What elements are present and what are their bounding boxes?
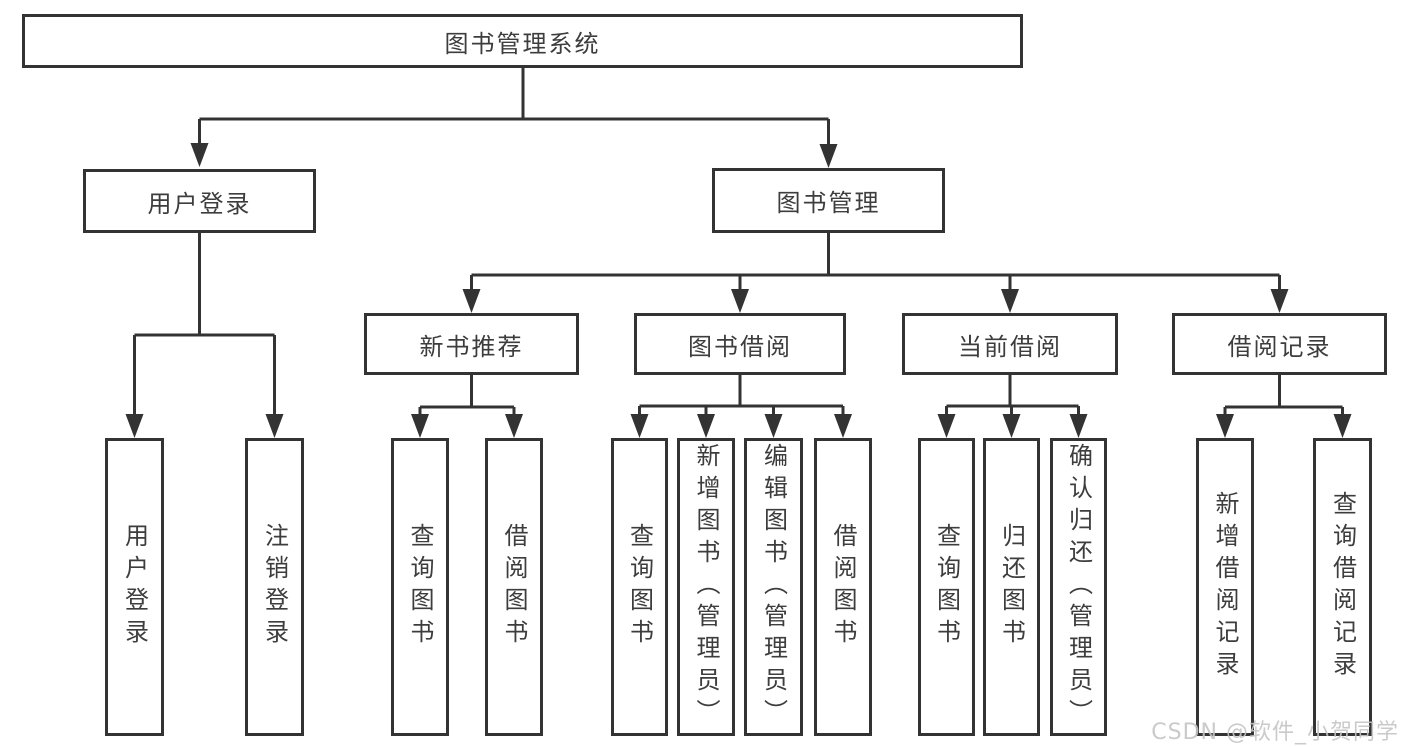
arrowhead: [1069, 414, 1088, 438]
node-label: 图书管理系统: [444, 29, 601, 58]
arrowhead: [190, 143, 209, 167]
arrowhead: [764, 414, 783, 438]
node-leaf-confirm-return-admin: 确认归还（管理员）: [1050, 438, 1107, 736]
arrowhead: [1002, 414, 1021, 438]
node-label: 查询图书: [932, 523, 961, 651]
arrowhead: [411, 414, 429, 438]
node-label: 图书借阅: [688, 332, 792, 361]
node-leaf-query-books-2: 查询图书: [611, 438, 668, 736]
node-label: 新书推荐: [419, 332, 524, 361]
connector-book-borrowing-children: [638, 375, 845, 418]
arrowhead: [125, 414, 144, 438]
arrowhead: [834, 414, 852, 438]
arrowhead: [462, 289, 481, 313]
node-label: 查询借阅记录: [1328, 491, 1357, 683]
arrowhead: [505, 414, 523, 438]
node-book-borrowing: 图书借阅: [634, 313, 846, 375]
node-label: 借阅图书: [829, 523, 857, 651]
arrowhead: [937, 414, 956, 438]
node-label: 归还图书: [997, 523, 1026, 651]
connector-user-login-children: [133, 232, 276, 418]
node-library-management-system: 图书管理系统: [22, 14, 1023, 68]
connector-root-to-level2: [198, 68, 830, 148]
node-leaf-logout: 注销登录: [245, 438, 304, 736]
node-leaf-borrow-books-1: 借阅图书: [485, 438, 543, 736]
node-label: 查询图书: [625, 523, 654, 651]
connector-book-management-children: [470, 233, 1281, 293]
node-leaf-user-login: 用户登录: [105, 438, 164, 736]
node-label: 用户登录: [120, 523, 149, 651]
connector-borrowing-records-children: [1223, 375, 1344, 418]
arrowhead: [1216, 414, 1234, 438]
node-new-book-recommend: 新书推荐: [364, 313, 579, 375]
arrowheads: [125, 143, 1352, 438]
arrowhead: [819, 144, 838, 168]
arrowhead: [1001, 289, 1019, 313]
node-leaf-add-borrow-record: 新增借阅记录: [1196, 438, 1254, 736]
node-leaf-borrow-books-2: 借阅图书: [814, 438, 872, 736]
node-borrowing-records: 借阅记录: [1172, 313, 1387, 375]
node-current-borrowing: 当前借阅: [902, 313, 1118, 375]
node-leaf-query-borrow-record: 查询借阅记录: [1313, 438, 1372, 736]
node-leaf-return-books: 归还图书: [983, 438, 1040, 736]
arrowhead: [1333, 414, 1352, 438]
node-book-management: 图书管理: [712, 168, 945, 233]
arrowhead: [731, 289, 749, 313]
node-user-login: 用户登录: [83, 169, 316, 233]
node-label: 用户登录: [147, 189, 252, 218]
node-leaf-query-books-1: 查询图书: [391, 438, 449, 736]
node-label: 图书管理: [776, 189, 881, 217]
arrowhead: [1270, 289, 1289, 313]
node-leaf-query-books-3: 查询图书: [918, 438, 975, 736]
node-leaf-edit-books-admin: 编辑图书（管理员）: [744, 438, 803, 736]
connector-new-book-children: [418, 375, 516, 418]
node-leaf-add-books-admin: 新增图书（管理员）: [677, 438, 735, 736]
node-label: 查询图书: [406, 523, 434, 651]
node-label: 借阅记录: [1227, 332, 1332, 361]
node-label: 新增图书（管理员）: [692, 443, 720, 731]
csdn-watermark: CSDN @软件_小贺同学: [1151, 720, 1399, 745]
node-label: 注销登录: [260, 523, 289, 651]
connector-current-borrowing-children: [945, 375, 1080, 418]
node-label: 确认归还（管理员）: [1064, 443, 1093, 731]
node-label: 新增借阅记录: [1211, 491, 1239, 683]
arrowhead: [265, 414, 284, 438]
arrowhead: [630, 414, 649, 438]
node-label: 编辑图书（管理员）: [759, 443, 788, 731]
arrowhead: [697, 414, 715, 438]
node-label: 当前借阅: [958, 332, 1062, 361]
node-label: 借阅图书: [500, 523, 528, 651]
